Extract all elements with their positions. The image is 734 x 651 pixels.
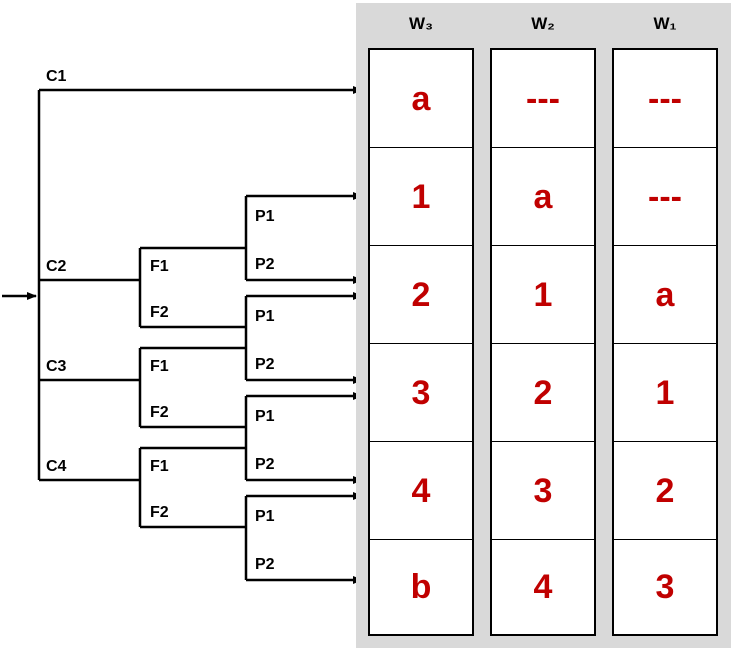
column-cells: a 1 2 3 4 b — [368, 48, 474, 636]
label-f2: F2 — [150, 304, 169, 321]
table-cell: 3 — [492, 442, 594, 540]
table-cell: 4 — [370, 442, 472, 540]
table-cell: 3 — [370, 344, 472, 442]
table-cell: 1 — [492, 246, 594, 344]
column-header: W₃ — [409, 14, 433, 33]
label-p1: P1 — [255, 208, 275, 225]
table-cell: --- — [492, 50, 594, 148]
table-cell: 2 — [614, 442, 716, 540]
label-p1: P1 — [255, 308, 275, 325]
label-f2: F2 — [150, 504, 169, 521]
pipeline-table: W₃ a 1 2 3 4 b W₂ --- a 1 2 3 4 W₁ --- -… — [356, 3, 731, 648]
table-cell: 2 — [370, 246, 472, 344]
label-c3: C3 — [46, 358, 67, 375]
column-cells: --- a 1 2 3 4 — [490, 48, 596, 636]
column-header: W₂ — [531, 14, 555, 33]
label-f1: F1 — [150, 358, 169, 375]
table-cell: a — [614, 246, 716, 344]
label-p2: P2 — [255, 356, 275, 373]
label-f1: F1 — [150, 258, 169, 275]
table-cell: 1 — [614, 344, 716, 442]
table-cell: --- — [614, 50, 716, 148]
label-p2: P2 — [255, 456, 275, 473]
table-cell: --- — [614, 148, 716, 246]
label-f1: F1 — [150, 458, 169, 475]
label-p2: P2 — [255, 556, 275, 573]
table-cell: a — [492, 148, 594, 246]
label-c1: C1 — [46, 68, 67, 85]
label-p1: P1 — [255, 508, 275, 525]
label-c2: C2 — [46, 258, 67, 275]
table-cell: 1 — [370, 148, 472, 246]
table-cell: b — [410, 568, 432, 606]
branch-diagram — [2, 86, 360, 584]
label-f2: F2 — [150, 404, 169, 421]
label-p1: P1 — [255, 408, 275, 425]
column-header: W₁ — [653, 14, 677, 33]
column-w2: W₂ --- a 1 2 3 4 — [490, 3, 596, 636]
table-cell: 3 — [655, 568, 675, 606]
table-cell: 2 — [492, 344, 594, 442]
label-p2: P2 — [255, 256, 275, 273]
column-w3: W₃ a 1 2 3 4 b — [368, 3, 474, 636]
label-c4: C4 — [46, 458, 67, 475]
column-w1: W₁ --- --- a 1 2 3 — [612, 3, 718, 636]
table-cell: a — [370, 50, 472, 148]
table-cell: 4 — [533, 568, 553, 606]
column-cells: --- --- a 1 2 3 — [612, 48, 718, 636]
